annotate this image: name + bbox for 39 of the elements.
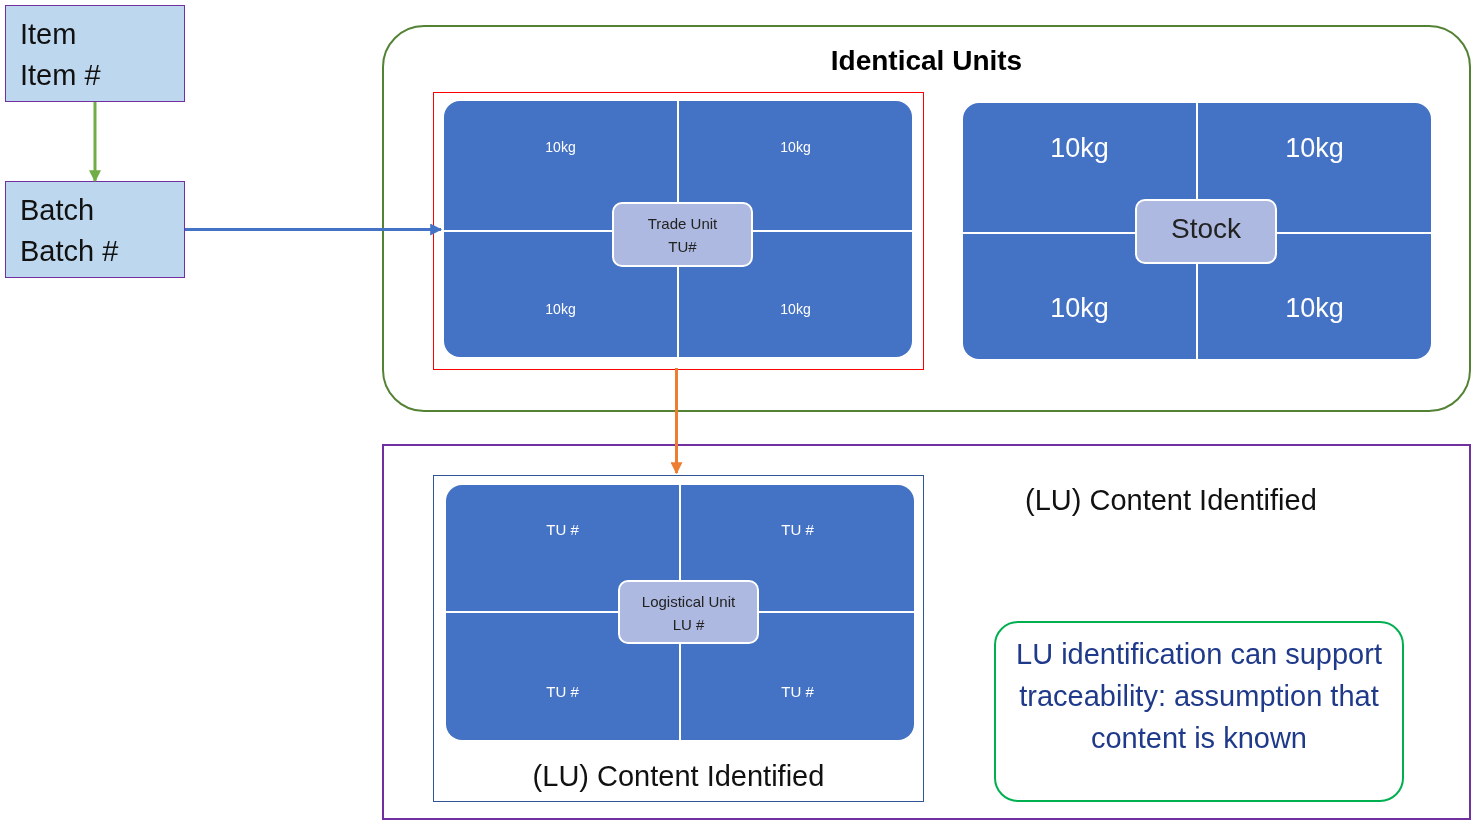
weight-label: 10kg [1049,293,1110,324]
weight-label: 10kg [544,139,577,155]
item-box [5,5,185,102]
unit-frame [433,475,924,802]
unit-number-label: TU # [545,521,580,538]
note-box [994,621,1404,802]
weight-label: 10kg [1284,133,1345,164]
group-title: Identical Units [829,45,1024,77]
unit-number-label: TU # [545,683,580,700]
unit-label: Stock [1170,213,1242,245]
unit-label: TU# [667,237,698,257]
arrow [89,102,101,183]
item-box [5,181,185,278]
frame-caption: (LU) Content Identified [531,760,826,793]
box-label: Batch # [20,234,120,269]
arrow [670,368,683,475]
unit-label: Logistical Unit [640,592,737,612]
weight-label: 10kg [1284,293,1345,324]
unit-label-box [618,580,759,644]
weight-label: 10kg [544,301,577,317]
unit-number-label: TU # [780,521,815,538]
note-text: LU identification can support traceability: assumption that content is known [1015,637,1383,756]
group-title: (LU) Content Identified [1025,484,1317,517]
weight-label: 10kg [779,301,812,317]
unit-label: LU # [671,615,706,635]
weight-label: 10kg [1049,133,1110,164]
unit-label: Trade Unit [646,214,719,234]
unit-label-box [1135,199,1277,264]
pallet-panel [963,103,1431,359]
unit-number-label: TU # [780,683,815,700]
arrow [185,223,443,236]
box-label: Item [20,17,78,52]
unit-label-box [612,202,753,267]
weight-label: 10kg [779,139,812,155]
box-label: Batch [20,193,96,228]
group-panel [382,444,1471,820]
pallet-panel [446,485,914,740]
group-panel [382,25,1471,412]
box-label: Item # [20,58,102,93]
